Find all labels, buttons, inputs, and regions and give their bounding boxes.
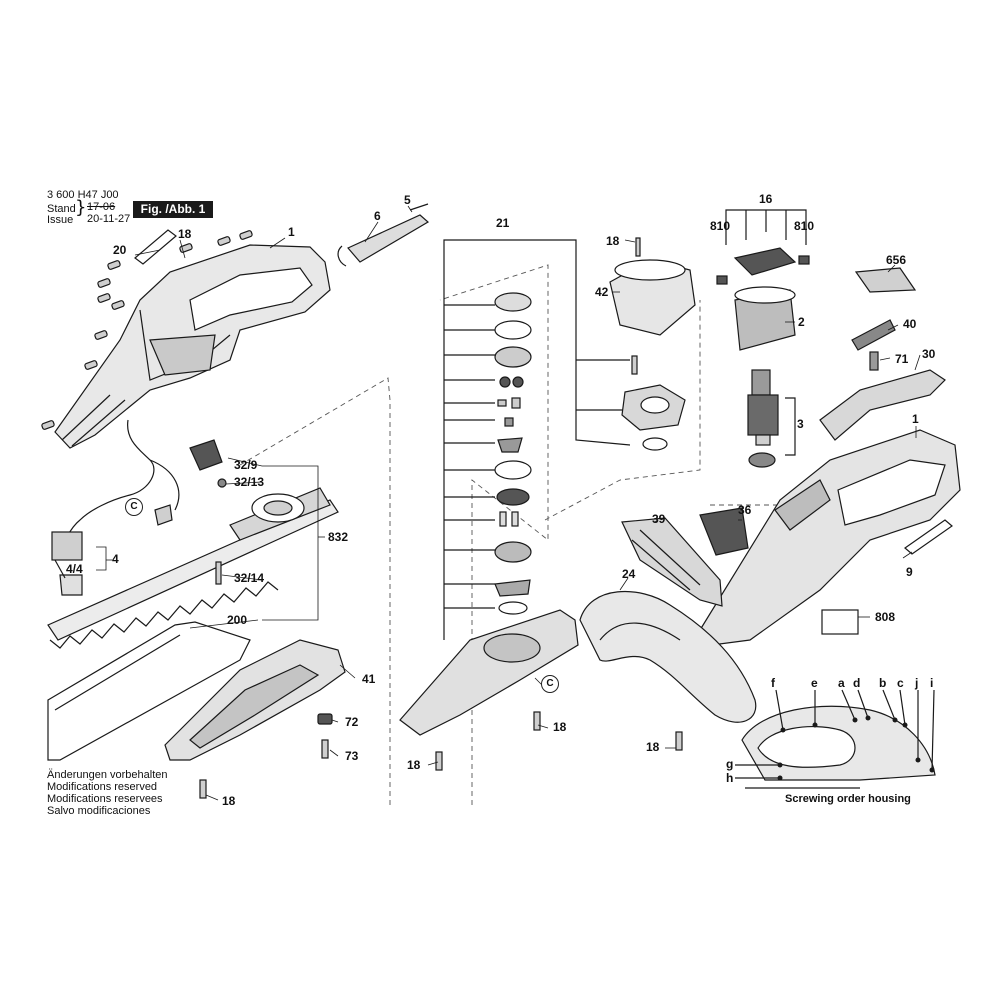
- callout-18-gearbox-right: 18: [553, 720, 567, 734]
- field-stator-2: [734, 286, 796, 351]
- callout-39: 39: [652, 512, 666, 526]
- vent-cover-39: [621, 517, 723, 607]
- note-es: Salvo modificaciones: [47, 805, 151, 817]
- screw-order-g: g: [726, 757, 734, 771]
- brush-holder-16: [716, 209, 810, 285]
- callout-16: 16: [759, 192, 773, 206]
- fan-cover-42: [609, 237, 696, 375]
- housing-right-part-1: [699, 429, 961, 646]
- callout-30: 30: [922, 347, 936, 361]
- spring-71: [869, 351, 879, 371]
- cover-36: [699, 507, 749, 556]
- gearbox-housing: [399, 609, 579, 771]
- callout-9: 9: [906, 565, 913, 579]
- callout-18-top: 18: [178, 227, 192, 241]
- header-brace: }: [75, 197, 87, 218]
- issue-date: 20-11-27: [87, 213, 131, 225]
- document-number: 3 600 H47 J00: [47, 189, 119, 201]
- callout-20: 20: [113, 243, 127, 257]
- callout-36: 36: [738, 503, 752, 517]
- blade-guard-200: [47, 621, 251, 761]
- callout-73: 73: [345, 749, 359, 763]
- part-40: [851, 319, 896, 351]
- screw-order-dots: [777, 715, 935, 781]
- note-de: Änderungen vorbehalten: [47, 769, 168, 781]
- connector-c-center: C: [541, 675, 559, 693]
- callout-42: 42: [595, 285, 609, 299]
- callout-40: 40: [903, 317, 917, 331]
- callout-5: 5: [404, 193, 411, 207]
- housing-bottom-41: [164, 639, 346, 761]
- gear-stack-21: [443, 239, 631, 640]
- callout-1-right-housing: 1: [912, 412, 919, 426]
- label-9: [904, 519, 953, 555]
- screw-order-e: e: [811, 676, 818, 690]
- figure-label: Fig. /Abb. 1: [133, 201, 213, 218]
- label-808: [821, 609, 859, 635]
- note-fr: Modifications reservees: [47, 793, 163, 805]
- parts-72-73: [199, 713, 333, 799]
- callout-3: 3: [797, 417, 804, 431]
- callout-656: 656: [886, 253, 907, 267]
- connector-c-left: C: [125, 498, 143, 516]
- part-30: [819, 369, 946, 441]
- callout-21: 21: [496, 216, 510, 230]
- callout-808: 808: [875, 610, 896, 624]
- blade-assembly: [47, 439, 339, 649]
- callout-18-fan: 18: [606, 234, 620, 248]
- callout-18-bottom-left: 18: [222, 794, 236, 808]
- callout-832: 832: [328, 530, 349, 544]
- screw-order-b: b: [879, 676, 887, 690]
- stand-date-struck: 17-06: [87, 201, 116, 213]
- part-656: [854, 267, 917, 293]
- front-handle-24: [579, 590, 757, 751]
- part-32-9: [189, 439, 223, 471]
- callout-72: 72: [345, 715, 359, 729]
- screw-order-d: d: [853, 676, 861, 690]
- screwing-order-thumbnail: [735, 689, 936, 789]
- callout-71: 71: [895, 352, 909, 366]
- callout-810-right: 810: [794, 219, 815, 233]
- callout-6: 6: [374, 209, 381, 223]
- issue-label: Issue: [47, 214, 74, 226]
- callout-4-4: 4/4: [66, 562, 83, 576]
- callout-18-gearbox-left: 18: [407, 758, 421, 772]
- assembly-guides: [239, 264, 780, 805]
- callout-32-9: 32/9: [234, 458, 258, 472]
- callout-810-left: 810: [710, 219, 731, 233]
- screws-18-left: [41, 230, 253, 430]
- wiring-harness-4: [51, 419, 180, 596]
- callout-2: 2: [798, 315, 805, 329]
- bearing-mount: [621, 384, 686, 451]
- label-plate-20: [134, 229, 177, 265]
- screw-order-c: c: [897, 676, 904, 690]
- callout-4: 4: [112, 552, 119, 566]
- stand-label: Stand: [47, 203, 76, 215]
- screw-order-f: f: [771, 676, 775, 690]
- callout-24: 24: [622, 567, 636, 581]
- callout-41: 41: [362, 672, 376, 686]
- callout-200: 200: [227, 613, 248, 627]
- leader-lines: [96, 205, 921, 801]
- callout-32-13: 32/13: [234, 475, 265, 489]
- note-en: Modifications reserved: [47, 781, 158, 793]
- housing-left-part-1: [54, 244, 331, 449]
- screw-order-h: h: [726, 771, 734, 785]
- cable-grommet-6: [337, 203, 430, 267]
- screwing-order-caption: Screwing order housing: [785, 793, 911, 805]
- screw-order-i: i: [930, 676, 934, 690]
- screw-order-j: j: [915, 676, 919, 690]
- callout-32-14: 32/14: [234, 571, 265, 585]
- armature-3: [747, 369, 796, 468]
- callout-1-left-housing: 1: [288, 225, 295, 239]
- screw-order-a: a: [838, 676, 845, 690]
- callout-18-handle: 18: [646, 740, 660, 754]
